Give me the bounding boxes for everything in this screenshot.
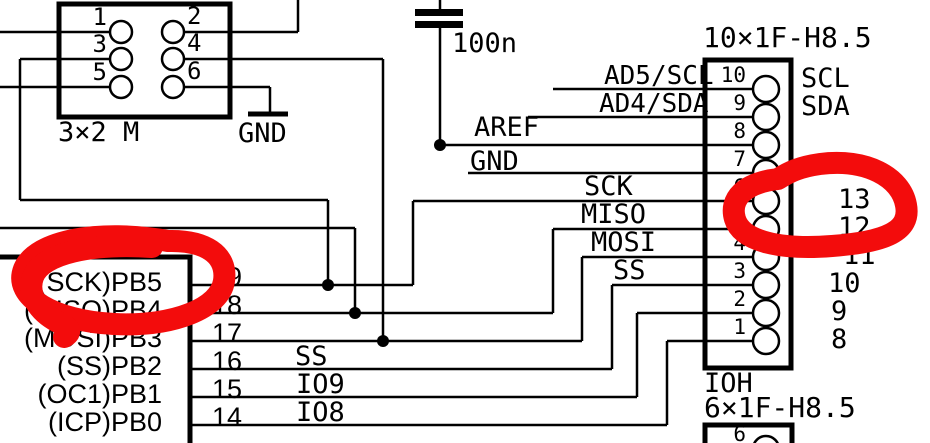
wire-layer: [0, 0, 753, 427]
isp-pin-number: 4: [187, 29, 202, 57]
isp-pin-number: 1: [92, 3, 107, 31]
mcu-pin-number: 17: [212, 318, 243, 348]
iol-connector-outline: [702, 422, 795, 443]
ioh-pin-number: 2: [733, 287, 746, 311]
net-label-ss-mid: SS: [295, 341, 328, 372]
mcu-pin-number: 14: [212, 402, 243, 432]
mcu-pin-label-pb0: (ICP)PB0: [47, 407, 162, 437]
mcu-pin-number: 16: [212, 346, 243, 376]
isp-gnd-label: GND: [238, 118, 287, 149]
red-loop-around-sck-pb5: [11, 225, 236, 348]
isp-connector-outline: [56, 1, 233, 120]
ioh-pin-number: 10: [720, 63, 746, 87]
ioh-pin-number: 9: [733, 91, 746, 115]
pin-circles: [108, 19, 781, 443]
net-label-ad5-scl: AD5/SCL: [604, 61, 714, 91]
net-label-sck: SCK: [584, 171, 633, 202]
capacitor-symbol: [415, 9, 463, 28]
mcu-pin-label-pb5: (SCK)PB5: [37, 267, 162, 297]
net-label-mosi: MOSI: [591, 227, 657, 258]
board-pin-label-10: 10: [828, 268, 861, 299]
iol-pin-number: 6: [733, 422, 746, 443]
board-pin-label-8: 8: [831, 324, 848, 355]
ioh-pin-number: 1: [733, 315, 746, 339]
board-pin-label-13: 13: [838, 184, 871, 215]
net-label-miso: MISO: [581, 199, 647, 230]
net-label-io8: IO8: [296, 397, 345, 428]
net-label-aref: AREF: [474, 112, 540, 143]
isp-connector-title: 3×2 M: [58, 117, 140, 148]
net-label-io9: IO9: [296, 369, 345, 400]
iol-connector-title: 6×1F-H8.5: [704, 391, 856, 424]
ioh-ref-label: IOH: [704, 368, 753, 399]
ioh-connector-title: 10×1F-H8.5: [703, 21, 872, 54]
net-label-gnd: GND: [470, 146, 519, 177]
mcu-pin-number: 15: [212, 374, 243, 404]
net-label-ad4-sda: AD4/SDA: [599, 89, 709, 119]
junction-dots: [322, 139, 446, 347]
net-label-ss: SS: [613, 255, 646, 286]
ioh-pin-number: 7: [733, 147, 746, 171]
ioh-pin-number: 8: [733, 119, 746, 143]
isp-pin-number: 3: [92, 30, 107, 58]
isp-pin-number: 2: [187, 2, 202, 30]
ioh-pin-number: 3: [733, 259, 746, 283]
ioh-connector-outline: [702, 57, 794, 371]
mcu-pin-label-pb1: (OC1)PB1: [37, 379, 162, 409]
board-pin-label-scl: SCL: [801, 63, 850, 94]
board-pin-label-sda: SDA: [801, 91, 850, 122]
capacitor-value: 100n: [452, 28, 518, 59]
mcu-pin-label-pb2: (SS)PB2: [56, 351, 162, 381]
isp-pin-number: 5: [92, 58, 107, 86]
isp-pin-number: 6: [187, 57, 202, 85]
board-pin-label-9: 9: [831, 296, 848, 327]
red-loop-around-pin-13: [722, 151, 918, 258]
